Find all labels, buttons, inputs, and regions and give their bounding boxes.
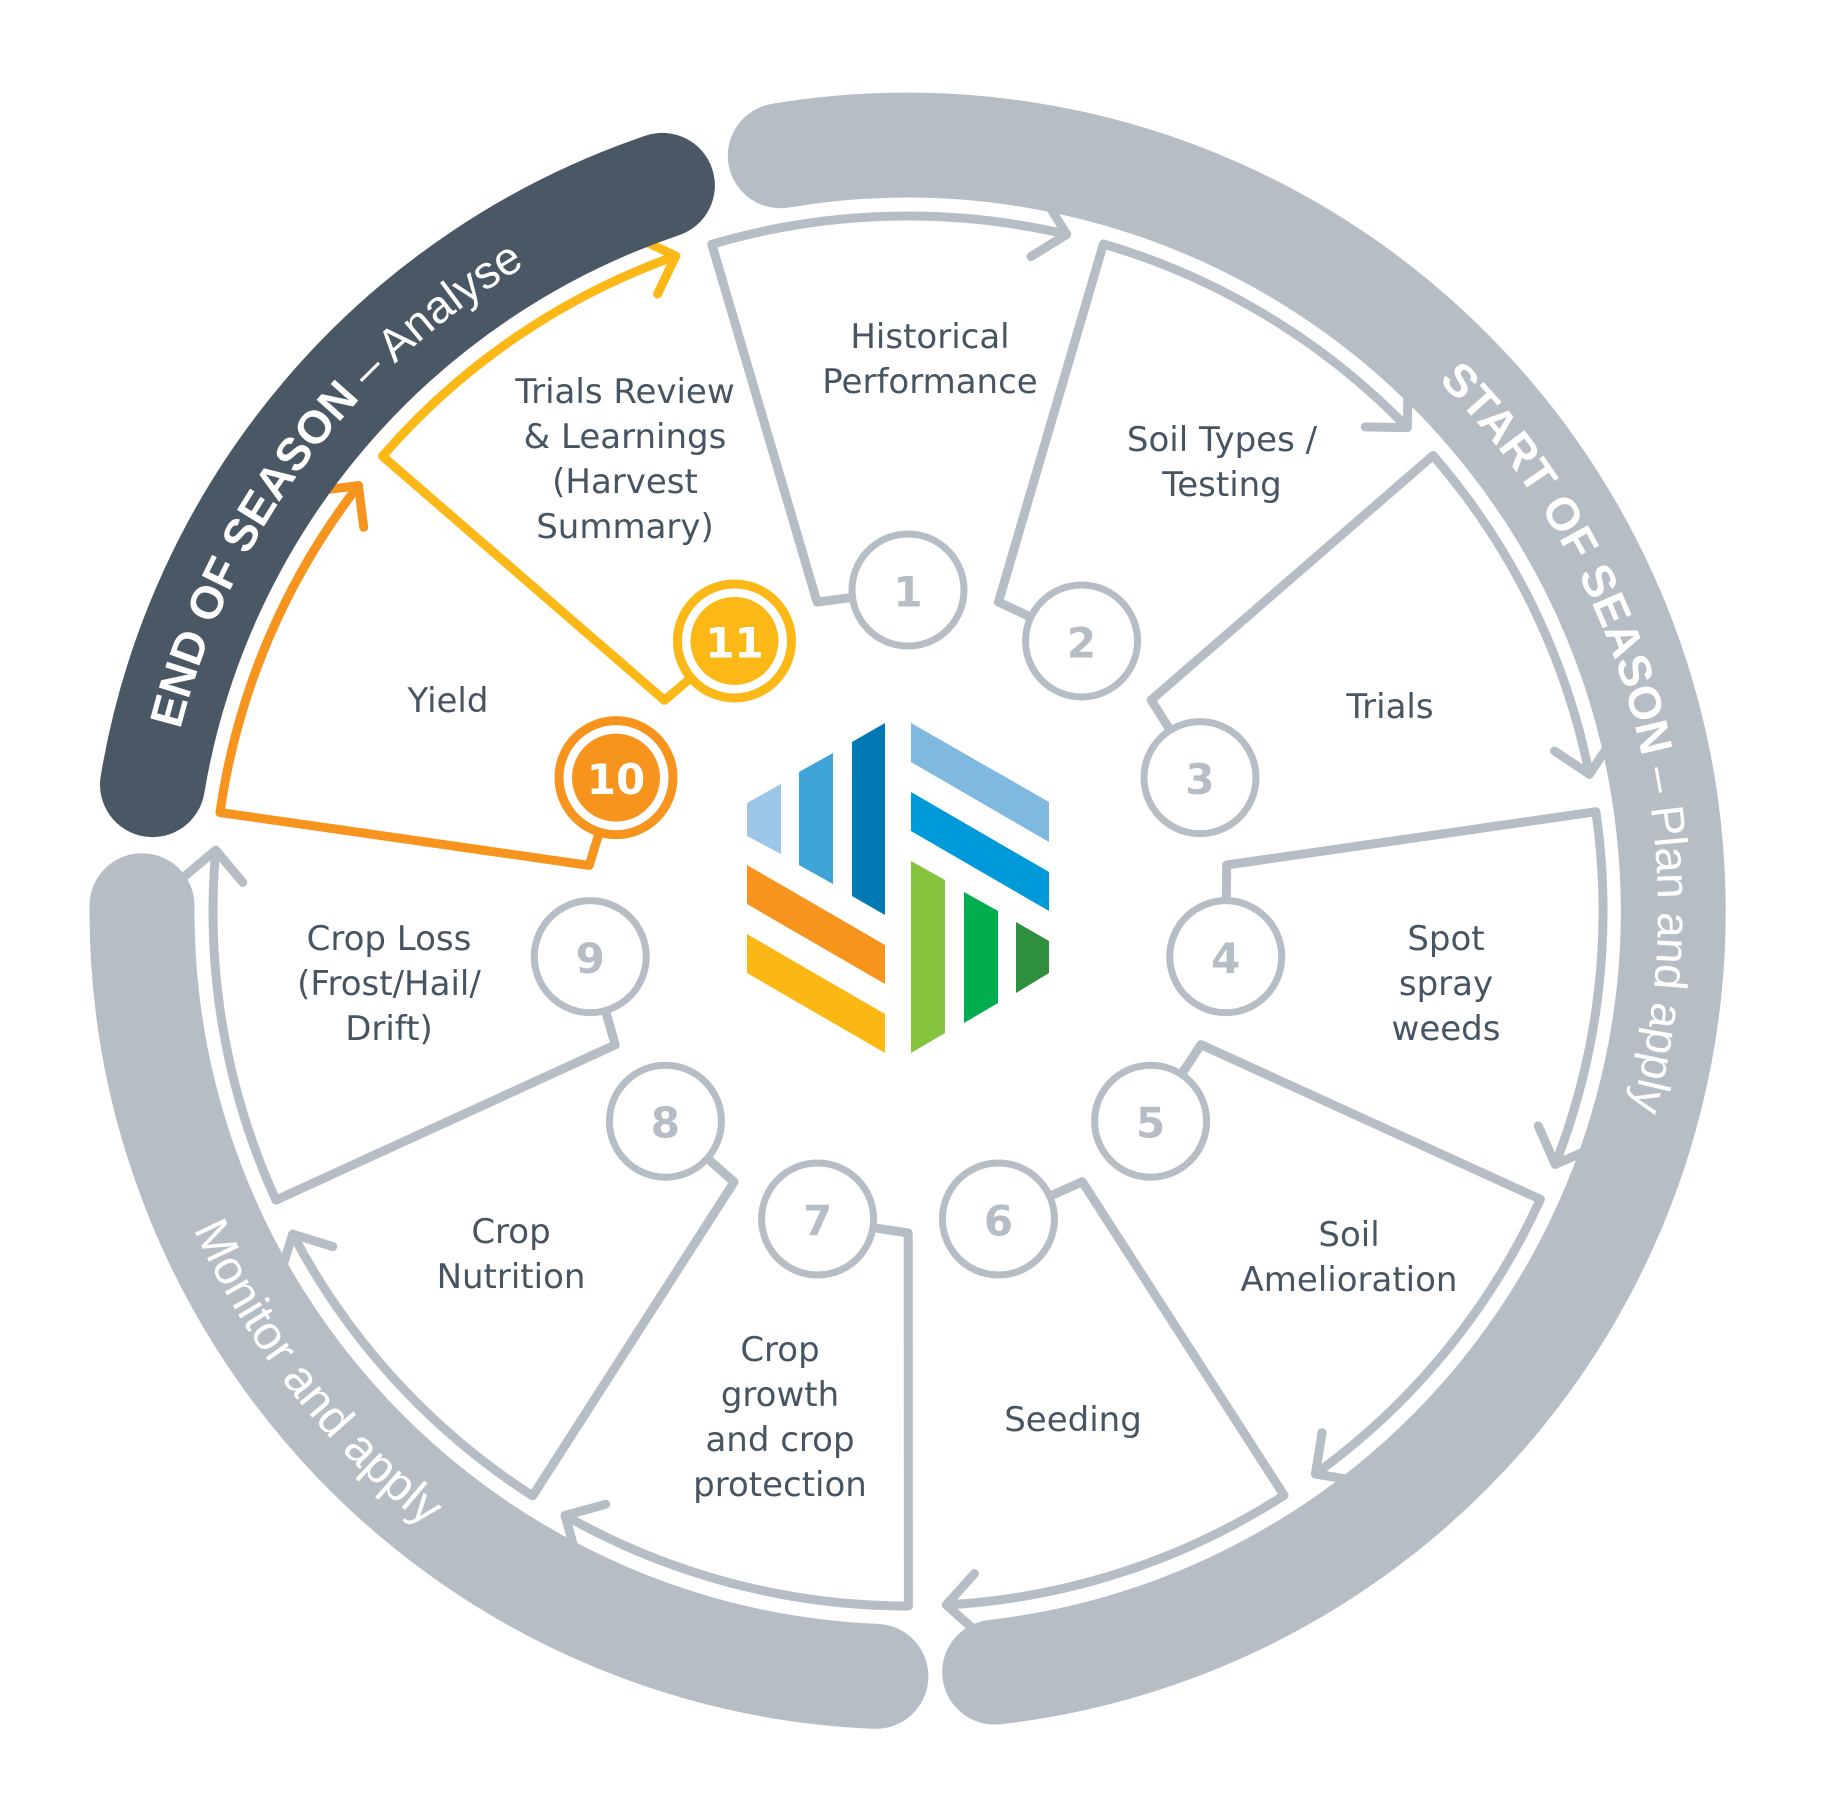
step-label-3: Trials [1345, 687, 1433, 727]
arrow-icon [179, 845, 248, 887]
logo-stripe [911, 861, 945, 1053]
logo-stripe [911, 723, 1049, 842]
step-badges: 1 2 3 4 5 6 7 8 9 10 11 [530, 530, 1286, 1279]
step-label-6: Seeding [1004, 1400, 1142, 1440]
step-number: 2 [1067, 618, 1096, 667]
band-arc [727, 92, 1726, 1725]
step-number: 3 [1185, 755, 1214, 804]
step-number: 9 [576, 934, 605, 983]
segment-outline [378, 251, 695, 705]
segment-outline [288, 1155, 739, 1501]
band-arc [100, 132, 715, 838]
step-badge-7: 7 [758, 1159, 878, 1279]
segment-outline [215, 481, 604, 870]
segment-6 [941, 1177, 1289, 1638]
arrow-icon [941, 1569, 983, 1638]
logo-stripe [911, 792, 1049, 911]
segment-outline [707, 211, 1072, 607]
band-arc [89, 853, 929, 1729]
step-number: 10 [587, 755, 645, 804]
step-badge-2: 2 [1022, 581, 1142, 701]
step-badge-5: 5 [1091, 1061, 1211, 1181]
step-badge-4: 4 [1166, 897, 1286, 1017]
segment-9 [179, 845, 620, 1205]
step-label-9: Crop Loss(Frost/Hail/Drift) [297, 919, 481, 1049]
logo-stripe [799, 753, 833, 884]
logo-stripe [1016, 922, 1049, 993]
segment-outline [941, 1177, 1289, 1610]
step-badge-10: 10 [554, 716, 678, 840]
step-number: 5 [1136, 1099, 1165, 1148]
step-number: 8 [651, 1099, 680, 1148]
step-badge-9: 9 [530, 897, 650, 1017]
step-number: 6 [984, 1196, 1013, 1245]
step-badge-11: 11 [672, 579, 796, 703]
band-title: Monitor and apply [183, 1211, 452, 1535]
step-badge-8: 8 [605, 1061, 725, 1181]
logo-stripe [747, 784, 781, 854]
logo-stripe [964, 892, 998, 1023]
step-label-10: Yield [407, 681, 489, 721]
step-badge-3: 3 [1140, 718, 1260, 838]
segment-outline [994, 239, 1412, 621]
step-number: 4 [1211, 934, 1240, 983]
step-number: 11 [705, 618, 763, 667]
segment-outline [1221, 807, 1608, 1169]
step-label-2: Soil Types /Testing [1127, 420, 1318, 505]
step-badge-6: 6 [938, 1159, 1058, 1279]
segment-outline [208, 845, 620, 1205]
step-number: 1 [893, 568, 922, 617]
segment-outline [560, 1223, 913, 1611]
logo-stripe [747, 865, 885, 984]
segment-7 [560, 1223, 913, 1611]
logo-stripe [852, 723, 885, 915]
segment-outline [1146, 451, 1594, 779]
hexagon-stripes-logo [747, 723, 1049, 1053]
segment-outline [1178, 1040, 1545, 1479]
logo-stripe [747, 934, 885, 1053]
step-badge-1: 1 [848, 530, 968, 650]
step-number: 7 [803, 1196, 832, 1245]
